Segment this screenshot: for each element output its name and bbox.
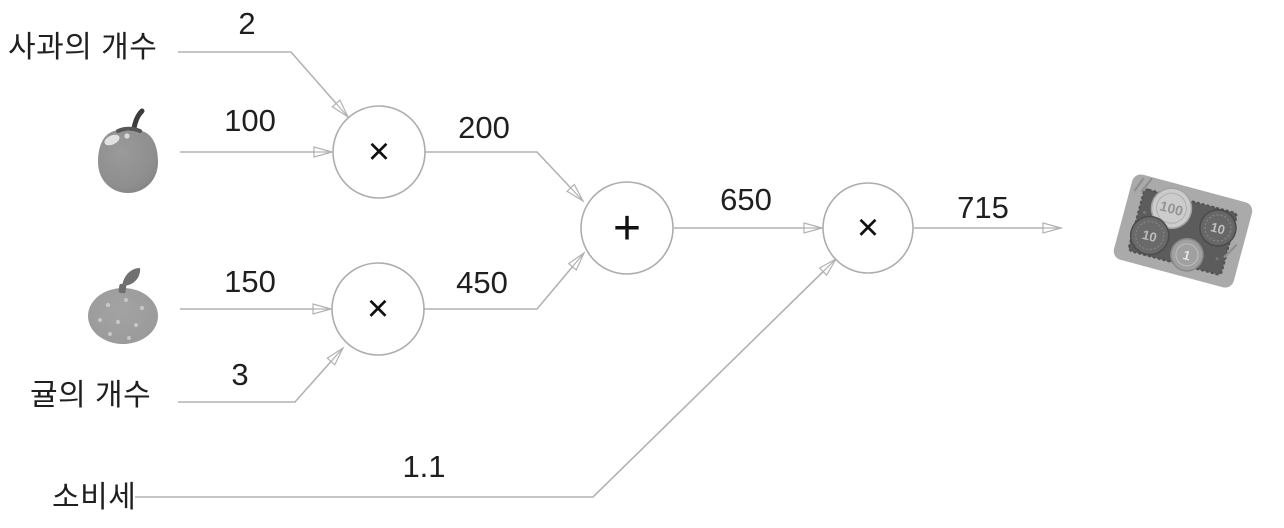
edge-tax-rate <box>135 259 836 498</box>
tangerine-multiply-node <box>331 262 425 356</box>
tax-multiply-operator: × <box>856 206 880 249</box>
apple-multiply-node <box>332 105 426 199</box>
add-operator: + <box>612 201 642 255</box>
tangerine-leaf <box>122 268 141 286</box>
tangerine-count-label: 귤의 개수 <box>30 379 152 412</box>
edge-apple-count <box>178 51 348 117</box>
tangerine-count-value: 3 <box>231 357 249 392</box>
total-value: 715 <box>957 190 1009 225</box>
tangerine-body <box>88 288 158 344</box>
sum-value: 650 <box>720 182 772 217</box>
tangerine-stem <box>118 283 127 294</box>
apple-highlight <box>104 134 120 146</box>
tray-shine-marks <box>1133 177 1238 258</box>
coin-1-label: 1 <box>1181 247 1192 263</box>
coin-10-right-label: 10 <box>1209 219 1227 237</box>
apple-highlight-dot <box>124 133 130 139</box>
coin-100-label: 100 <box>1158 197 1185 219</box>
tangerine-icon <box>88 268 158 344</box>
tax-rate-value: 1.1 <box>402 449 446 484</box>
add-node <box>580 181 674 275</box>
apple-multiply-operator: × <box>367 130 391 173</box>
apple-price-value: 100 <box>224 103 276 138</box>
apple-top-dimple <box>116 126 142 133</box>
tangerine-total-value: 450 <box>456 265 508 300</box>
apple-count-label: 사과의 개수 <box>8 31 158 64</box>
apple-body <box>98 129 158 193</box>
apple-total-value: 200 <box>458 110 510 145</box>
edge-tangerine-count <box>178 348 343 403</box>
tax-label: 소비세 <box>52 481 137 514</box>
edge-apple-total <box>425 151 583 201</box>
coin-10-left: 10 <box>1129 215 1170 256</box>
tax-multiply-node <box>822 182 914 274</box>
coin-10-right: 10 <box>1199 209 1237 247</box>
coin-10-left-label: 10 <box>1141 227 1159 245</box>
tangerine-price-value: 150 <box>224 264 276 299</box>
edge-tangerine-total <box>424 253 584 310</box>
apple-icon <box>98 108 158 193</box>
coin-1: 1 <box>1170 238 1204 272</box>
money-tray-icon: 100 10 10 1 <box>1113 174 1253 288</box>
tangerine-dots <box>98 298 145 340</box>
tangerine-multiply-operator: × <box>366 287 390 330</box>
apple-count-value: 2 <box>238 6 256 41</box>
